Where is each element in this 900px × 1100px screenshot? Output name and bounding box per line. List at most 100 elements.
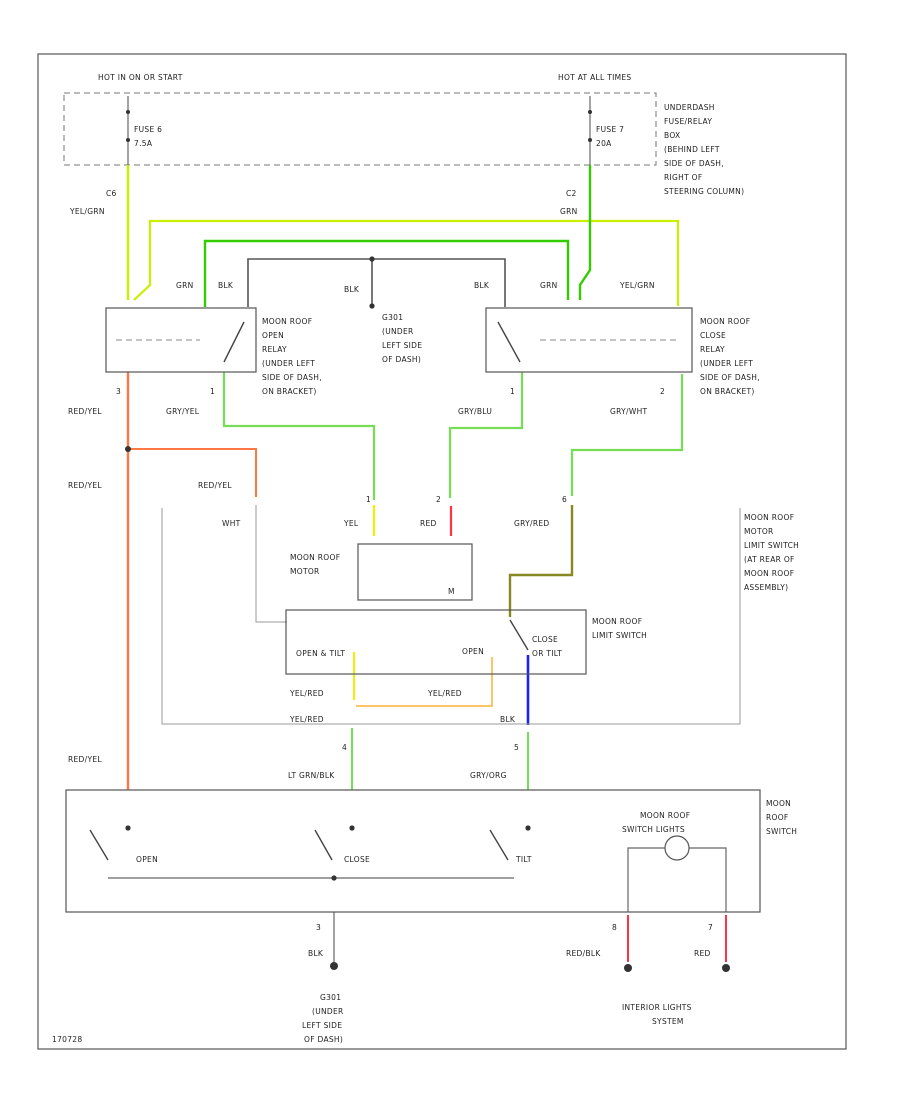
gry-blu-label: GRY/BLU	[458, 407, 492, 416]
red-label-lights: RED	[694, 949, 711, 958]
grn-label-top: GRN	[560, 207, 578, 216]
fuse-7-rating: 20A	[596, 139, 612, 148]
pin-1-close-relay: 1	[510, 387, 515, 396]
g301-line: OF DASH)	[382, 355, 421, 364]
pin-3-open-relay: 3	[116, 387, 121, 396]
dot	[126, 110, 130, 114]
close-relay-line: CLOSE	[700, 331, 726, 340]
close-or-tilt-line: CLOSE	[532, 635, 558, 644]
dot	[588, 110, 592, 114]
open-relay-line: SIDE OF DASH,	[262, 373, 322, 382]
switch-close-contact	[314, 829, 333, 861]
assembly-line: (AT REAR OF	[744, 555, 795, 564]
limit-switch-line: MOON ROOF	[592, 617, 642, 626]
blk-label-limit: BLK	[500, 715, 516, 724]
assembly-line: MOON ROOF	[744, 569, 794, 578]
fuse-6-label: FUSE 6	[134, 125, 162, 134]
moon-roof-switch-label: MOON ROOF SWITCH	[766, 799, 797, 836]
switch-line: SWITCH	[766, 827, 797, 836]
underdash-line: UNDERDASH	[664, 103, 715, 112]
assembly-line: LIMIT SWITCH	[744, 541, 799, 550]
blk-label-bottom: BLK	[308, 949, 324, 958]
limit-switch-contact	[509, 619, 529, 651]
motor-line: MOON ROOF	[290, 553, 340, 562]
g301-bottom-line: LEFT SIDE	[302, 1021, 342, 1030]
grn-label-open-relay: GRN	[176, 281, 194, 290]
assembly-line: ASSEMBLY)	[744, 583, 788, 592]
wire-blk-ground	[247, 258, 506, 307]
close-relay-line: ON BRACKET)	[700, 387, 755, 396]
close-relay-contact	[497, 321, 521, 363]
dot	[588, 138, 592, 142]
pin-4-switch: 4	[342, 743, 347, 752]
switch-tilt-contact	[489, 829, 509, 861]
dot	[525, 825, 531, 831]
underdash-line: BOX	[664, 131, 680, 140]
g301-bottom-line: (UNDER	[312, 1007, 344, 1016]
switch-open-contact	[89, 829, 109, 861]
dot	[369, 256, 375, 262]
switch-close-label: CLOSE	[344, 855, 370, 864]
limit-switch-box	[285, 609, 587, 675]
interior-lights-line: SYSTEM	[652, 1017, 684, 1026]
open-relay-line: ON BRACKET)	[262, 387, 317, 396]
wire-yel-red	[356, 657, 493, 707]
yel-grn-label-left: YEL/GRN	[69, 207, 105, 216]
yel-label-motor: YEL	[343, 519, 359, 528]
pin-1-motor: 1	[366, 495, 371, 504]
hot-at-all-times-label: HOT AT ALL TIMES	[558, 73, 631, 82]
red-blk-label: RED/BLK	[566, 949, 601, 958]
pin-6-gry-red: 6	[562, 495, 567, 504]
red-yel-label-1: RED/YEL	[68, 407, 102, 416]
wire-gry-wht	[570, 374, 684, 496]
switch-tilt-label: TILT	[515, 855, 532, 864]
underdash-line: SIDE OF DASH,	[664, 159, 724, 168]
red-yel-label-3: RED/YEL	[198, 481, 232, 490]
limit-switch-label: MOON ROOF LIMIT SWITCH	[592, 617, 647, 640]
pin-2-close-relay: 2	[660, 387, 665, 396]
wire-gry-yel	[222, 372, 376, 500]
outer-frame	[37, 53, 847, 1050]
gry-red-label: GRY/RED	[514, 519, 549, 528]
underdash-line: STEERING COLUMN)	[664, 187, 744, 196]
switch-open-label: OPEN	[136, 855, 158, 864]
underdash-line: (BEHIND LEFT	[664, 145, 720, 154]
yel-red-label-2: YEL/RED	[427, 689, 462, 698]
switch-lights-line: MOON ROOF	[640, 811, 690, 820]
switch-light-bulb	[664, 835, 690, 861]
open-relay-box	[105, 307, 257, 373]
pin-7-switch: 7	[708, 923, 713, 932]
motor-box	[357, 543, 473, 601]
underdash-box-label: UNDERDASH FUSE/RELAY BOX (BEHIND LEFT SI…	[664, 103, 744, 196]
grn-label-close-relay: GRN	[540, 281, 558, 290]
dot	[722, 964, 730, 972]
g301-line: LEFT SIDE	[382, 341, 422, 350]
dot	[369, 303, 375, 309]
blk-label-close-relay: BLK	[474, 281, 490, 290]
gry-org-label: GRY/ORG	[470, 771, 507, 780]
red-label-motor: RED	[420, 519, 437, 528]
fuse-6-rating: 7.5A	[134, 139, 153, 148]
motor-limit-assembly-label: MOON ROOF MOTOR LIMIT SWITCH (AT REAR OF…	[744, 513, 802, 592]
switch-lights-line: SWITCH LIGHTS	[622, 825, 685, 834]
motor-line: MOTOR	[290, 567, 320, 576]
wires	[126, 165, 727, 962]
gry-yel-label: GRY/YEL	[166, 407, 200, 416]
open-relay-line: RELAY	[262, 345, 287, 354]
dot	[624, 964, 632, 972]
switch-lights-label: MOON ROOF SWITCH LIGHTS	[622, 811, 693, 834]
pin-8-switch: 8	[612, 923, 617, 932]
open-tilt-label: OPEN & TILT	[296, 649, 345, 658]
pin-2-motor: 2	[436, 495, 441, 504]
wire-grn-fuse7	[578, 165, 592, 300]
yel-red-label-3: YEL/RED	[289, 715, 324, 724]
close-relay-line: SIDE OF DASH,	[700, 373, 760, 382]
g301-line: (UNDER	[382, 327, 414, 336]
wire-gry-blu	[448, 372, 524, 498]
pin-3-switch: 3	[316, 923, 321, 932]
figure-id: 170728	[52, 1035, 82, 1044]
gry-wht-label: GRY/WHT	[610, 407, 648, 416]
interior-lights-line: INTERIOR LIGHTS	[622, 1003, 692, 1012]
motor-m-symbol: M	[448, 587, 455, 596]
